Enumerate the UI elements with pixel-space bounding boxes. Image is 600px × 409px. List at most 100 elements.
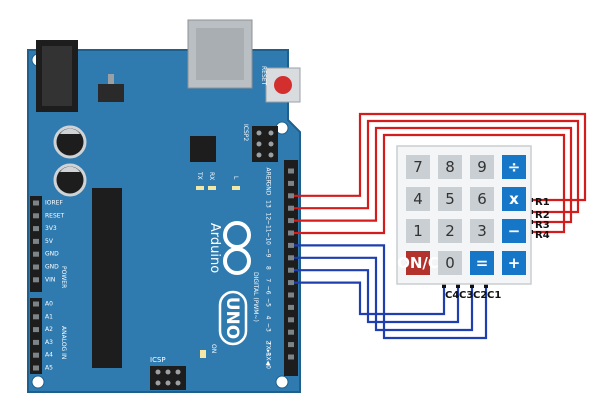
header-pin-socket — [288, 267, 294, 273]
arduino-board: RESET ICSP2 TX RX L Arduino — [27, 19, 301, 393]
column-pin — [442, 284, 446, 288]
key-face — [438, 219, 462, 243]
analog-pin-label: A0 — [45, 301, 53, 308]
header-pin-label: RX◀0 — [265, 352, 272, 369]
header-pin-socket — [33, 200, 39, 206]
header-pin-socket — [288, 255, 294, 261]
power-pin-label: RESET — [45, 212, 65, 219]
reset-button[interactable] — [274, 76, 292, 94]
key-face — [406, 155, 430, 179]
keypad-key[interactable]: 0 — [438, 251, 462, 275]
row-label: R4 — [535, 230, 550, 241]
header-pin-socket — [288, 354, 294, 360]
row-wire — [294, 112, 587, 202]
header-pin-socket — [288, 218, 294, 224]
keypad-key[interactable]: 6 — [470, 187, 494, 211]
capacitor — [53, 163, 87, 197]
key-face — [406, 219, 430, 243]
keypad-key[interactable]: 4 — [406, 187, 430, 211]
header-pin-socket — [33, 213, 39, 219]
key-label: − — [508, 222, 521, 240]
row-wire — [294, 133, 566, 235]
key-face — [502, 219, 526, 243]
icsp-label: ICSP — [150, 356, 166, 364]
header-pin-socket — [288, 304, 294, 310]
header-pin-socket — [33, 226, 39, 232]
column-wire — [294, 256, 474, 332]
header-pin-label: 13 — [265, 200, 272, 208]
keypad-key[interactable]: 1 — [406, 219, 430, 243]
mounting-hole — [275, 375, 289, 389]
key-label: 6 — [477, 190, 487, 208]
header-pin-socket — [288, 180, 294, 186]
analog-pin-label: A2 — [45, 326, 53, 333]
keypad-key[interactable]: 3 — [470, 219, 494, 243]
l-label: L — [232, 176, 239, 180]
header-pin-label: TX▸1 — [265, 341, 272, 357]
power-pin-label: 5V — [45, 238, 54, 245]
keypad-key[interactable]: ÷ — [502, 155, 526, 179]
power-pin-label: VIN — [45, 276, 55, 283]
column-pin — [470, 284, 474, 288]
mounting-hole — [31, 375, 45, 389]
column-label: C4 — [445, 290, 459, 301]
arduino-name: Arduino — [207, 223, 222, 273]
header-pin-socket — [33, 301, 39, 307]
header-pin-label: 8 — [265, 266, 272, 270]
key-label: 4 — [413, 190, 423, 208]
keypad-key[interactable]: 9 — [470, 155, 494, 179]
key-label: 1 — [413, 222, 423, 240]
header-pin-socket — [288, 329, 294, 335]
capacitor — [53, 125, 87, 159]
keypad-key[interactable]: ON/C — [397, 251, 439, 275]
keypad-key[interactable]: − — [502, 219, 526, 243]
column-pin — [456, 284, 460, 288]
key-face — [502, 187, 526, 211]
key-label: 5 — [445, 190, 455, 208]
header-pin-label: ~9 — [265, 249, 272, 258]
key-label: 7 — [413, 158, 423, 176]
header-pin-socket — [33, 352, 39, 358]
keypad-key[interactable]: = — [470, 251, 494, 275]
keypad-key[interactable]: 7 — [406, 155, 430, 179]
on-led — [200, 350, 206, 358]
analog-pin-label: A1 — [45, 313, 53, 320]
header-pin-socket — [33, 264, 39, 270]
header-pin-socket — [288, 342, 294, 348]
column-label: C1 — [487, 290, 501, 301]
rx-label: RX — [208, 172, 215, 180]
header-pin-socket — [288, 242, 294, 248]
icsp-header — [150, 366, 186, 390]
column-label: C3 — [459, 290, 473, 301]
voltage-regulator — [98, 84, 124, 102]
column-wire — [294, 281, 446, 316]
wires — [294, 112, 587, 340]
arduino-logo: Arduino — [207, 221, 251, 275]
header-pin-label: ~5 — [265, 298, 272, 307]
key-label: 8 — [445, 158, 455, 176]
header-pin-label: ~3 — [265, 323, 272, 332]
capacitor-mark — [60, 128, 80, 134]
column-pin — [484, 284, 488, 288]
header-pin-socket — [33, 339, 39, 345]
header-pin-label: 4 — [265, 316, 272, 320]
keypad-key[interactable]: 8 — [438, 155, 462, 179]
header-pin-socket — [33, 277, 39, 283]
header-pin-label: GND — [265, 182, 272, 196]
usb-chip — [190, 136, 216, 162]
header-pin-socket — [288, 280, 294, 286]
column-wire — [294, 269, 460, 324]
power-pin-label: IOREF — [45, 200, 63, 207]
key-face — [438, 251, 462, 275]
keypad-key[interactable]: + — [502, 251, 526, 275]
key-face — [502, 155, 526, 179]
keypad-key[interactable]: 2 — [438, 219, 462, 243]
header-pin-socket — [288, 292, 294, 298]
keypad-key[interactable]: x — [502, 187, 526, 211]
header-pin-label: ~11 — [265, 220, 272, 233]
keypad-key[interactable]: 5 — [438, 187, 462, 211]
atmega-chip — [92, 188, 122, 368]
header-pin-label: AREF — [265, 167, 272, 183]
